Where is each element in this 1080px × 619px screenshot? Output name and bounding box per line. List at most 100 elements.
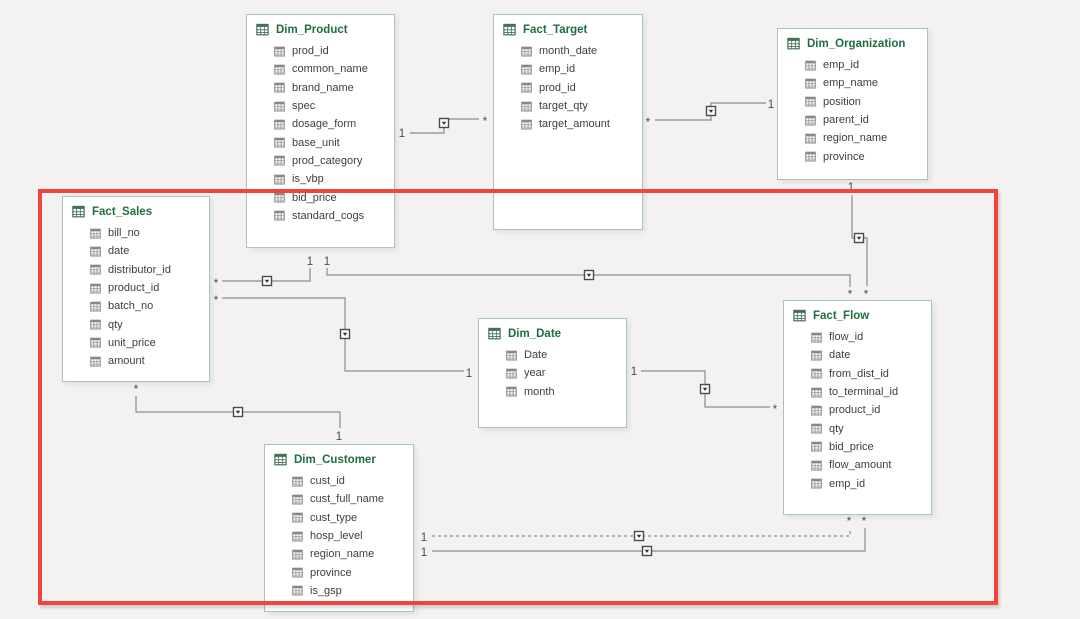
cardinality-label: * (847, 516, 852, 528)
field-label: dosage_form (292, 118, 357, 131)
table-icon (503, 23, 516, 36)
field-row-product_id[interactable]: product_id (784, 401, 931, 419)
relationship-sales-to-customer[interactable]: *1 (134, 384, 342, 443)
field-row-batch_no[interactable]: batch_no (63, 297, 209, 315)
cardinality-label: 1 (631, 366, 637, 378)
table-icon (274, 453, 287, 466)
field-row-year[interactable]: year (479, 364, 626, 382)
relationship-line[interactable] (432, 528, 851, 537)
table-icon (793, 309, 806, 322)
field-row-base_unit[interactable]: base_unit (247, 133, 394, 151)
field-icon (274, 119, 285, 130)
field-row-is_vbp[interactable]: is_vbp (247, 170, 394, 188)
field-row-bill_no[interactable]: bill_no (63, 224, 209, 242)
table-card-fact_sales[interactable]: Fact_Sales bill_no date distributor_id p… (62, 196, 210, 382)
table-card-header[interactable]: Dim_Date (479, 319, 626, 346)
field-row-cust_id[interactable]: cust_id (265, 472, 413, 490)
field-row-emp_name[interactable]: emp_name (778, 74, 927, 92)
field-label: hosp_level (310, 530, 363, 543)
table-title: Fact_Flow (813, 309, 870, 322)
table-card-dim_organization[interactable]: Dim_Organization emp_id emp_name positio… (777, 28, 928, 180)
table-card-header[interactable]: Fact_Flow (784, 301, 931, 328)
relationship-line[interactable] (432, 528, 866, 552)
field-row-common_name[interactable]: common_name (247, 60, 394, 78)
field-row-dosage_form[interactable]: dosage_form (247, 115, 394, 133)
field-row-emp_id[interactable]: emp_id (784, 474, 931, 492)
relationship-customer-to-flow-active[interactable]: 1* (421, 516, 867, 559)
relationship-date-to-flow[interactable]: 1* (631, 366, 778, 416)
field-row-qty[interactable]: qty (63, 315, 209, 333)
table-card-dim_product[interactable]: Dim_Product prod_id common_name brand_na… (246, 14, 395, 248)
field-label: flow_id (829, 331, 864, 344)
field-icon (521, 101, 532, 112)
field-row-product_id[interactable]: product_id (63, 279, 209, 297)
field-icon (292, 494, 303, 505)
field-row-parent_id[interactable]: parent_id (778, 111, 927, 129)
field-row-spec[interactable]: spec (247, 97, 394, 115)
field-row-unit_price[interactable]: unit_price (63, 334, 209, 352)
field-row-qty[interactable]: qty (784, 419, 931, 437)
field-row-prod_id[interactable]: prod_id (247, 42, 394, 60)
relationship-customer-to-flow-inactive[interactable]: 1* (421, 516, 852, 544)
field-row-hosp_level[interactable]: hosp_level (265, 527, 413, 545)
field-icon (506, 368, 517, 379)
cardinality-label: * (773, 404, 778, 416)
field-row-date[interactable]: Date (479, 346, 626, 364)
field-row-target_amount[interactable]: target_amount (494, 115, 642, 133)
table-card-header[interactable]: Dim_Customer (265, 445, 413, 472)
table-card-dim_date[interactable]: Dim_Date Date year month (478, 318, 627, 428)
field-row-is_gsp[interactable]: is_gsp (265, 582, 413, 600)
table-card-header[interactable]: Dim_Organization (778, 29, 927, 56)
field-row-from_dist_id[interactable]: from_dist_id (784, 365, 931, 383)
relationship-product-to-target[interactable]: 1* (399, 116, 488, 140)
field-row-flow_amount[interactable]: flow_amount (784, 456, 931, 474)
relationship-organization-to-flow[interactable]: 1* (848, 182, 869, 301)
relationship-sales-to-product[interactable]: *1 (214, 256, 313, 290)
field-row-date[interactable]: date (63, 242, 209, 260)
cardinality-label: 1 (421, 547, 427, 559)
field-row-bid_price[interactable]: bid_price (247, 188, 394, 206)
field-row-province[interactable]: province (265, 563, 413, 581)
field-row-standard_cogs[interactable]: standard_cogs (247, 207, 394, 225)
field-row-region_name[interactable]: region_name (778, 129, 927, 147)
field-row-distributor_id[interactable]: distributor_id (63, 261, 209, 279)
table-card-dim_customer[interactable]: Dim_Customer cust_id cust_full_name cust… (264, 444, 414, 612)
field-row-position[interactable]: position (778, 93, 927, 111)
field-row-province[interactable]: province (778, 147, 927, 165)
field-row-region_name[interactable]: region_name (265, 545, 413, 563)
field-row-month_date[interactable]: month_date (494, 42, 642, 60)
table-card-fact_target[interactable]: Fact_Target month_date emp_id prod_id ta… (493, 14, 643, 230)
field-row-emp_id[interactable]: emp_id (494, 60, 642, 78)
table-card-header[interactable]: Dim_Product (247, 15, 394, 42)
field-row-prod_id[interactable]: prod_id (494, 79, 642, 97)
field-row-to_terminal_id[interactable]: to_terminal_id (784, 383, 931, 401)
relationship-target-to-organization[interactable]: *1 (646, 99, 774, 129)
relationship-sales-to-date[interactable]: *1 (214, 295, 472, 380)
field-row-amount[interactable]: amount (63, 352, 209, 370)
field-label: month_date (539, 45, 598, 58)
field-icon (811, 460, 822, 471)
table-card-header[interactable]: Fact_Target (494, 15, 642, 42)
field-row-cust_type[interactable]: cust_type (265, 509, 413, 527)
field-icon (805, 151, 816, 162)
field-icon (90, 283, 101, 294)
field-row-brand_name[interactable]: brand_name (247, 79, 394, 97)
field-row-bid_price[interactable]: bid_price (784, 438, 931, 456)
relationship-line[interactable] (222, 268, 311, 282)
field-label: emp_id (829, 477, 866, 490)
table-card-header[interactable]: Fact_Sales (63, 197, 209, 224)
field-row-flow_id[interactable]: flow_id (784, 328, 931, 346)
table-title: Dim_Customer (294, 453, 376, 466)
table-card-fact_flow[interactable]: Fact_Flow flow_id date from_dist_id to_t… (783, 300, 932, 515)
field-row-prod_category[interactable]: prod_category (247, 152, 394, 170)
field-row-cust_full_name[interactable]: cust_full_name (265, 490, 413, 508)
field-row-target_qty[interactable]: target_qty (494, 97, 642, 115)
relationship-product-to-flow[interactable]: 1* (324, 256, 853, 301)
field-label: year (524, 367, 546, 380)
field-row-date[interactable]: date (784, 346, 931, 364)
field-row-month[interactable]: month (479, 383, 626, 401)
field-row-emp_id[interactable]: emp_id (778, 56, 927, 74)
field-icon (274, 155, 285, 166)
cardinality-label: 1 (421, 532, 427, 544)
